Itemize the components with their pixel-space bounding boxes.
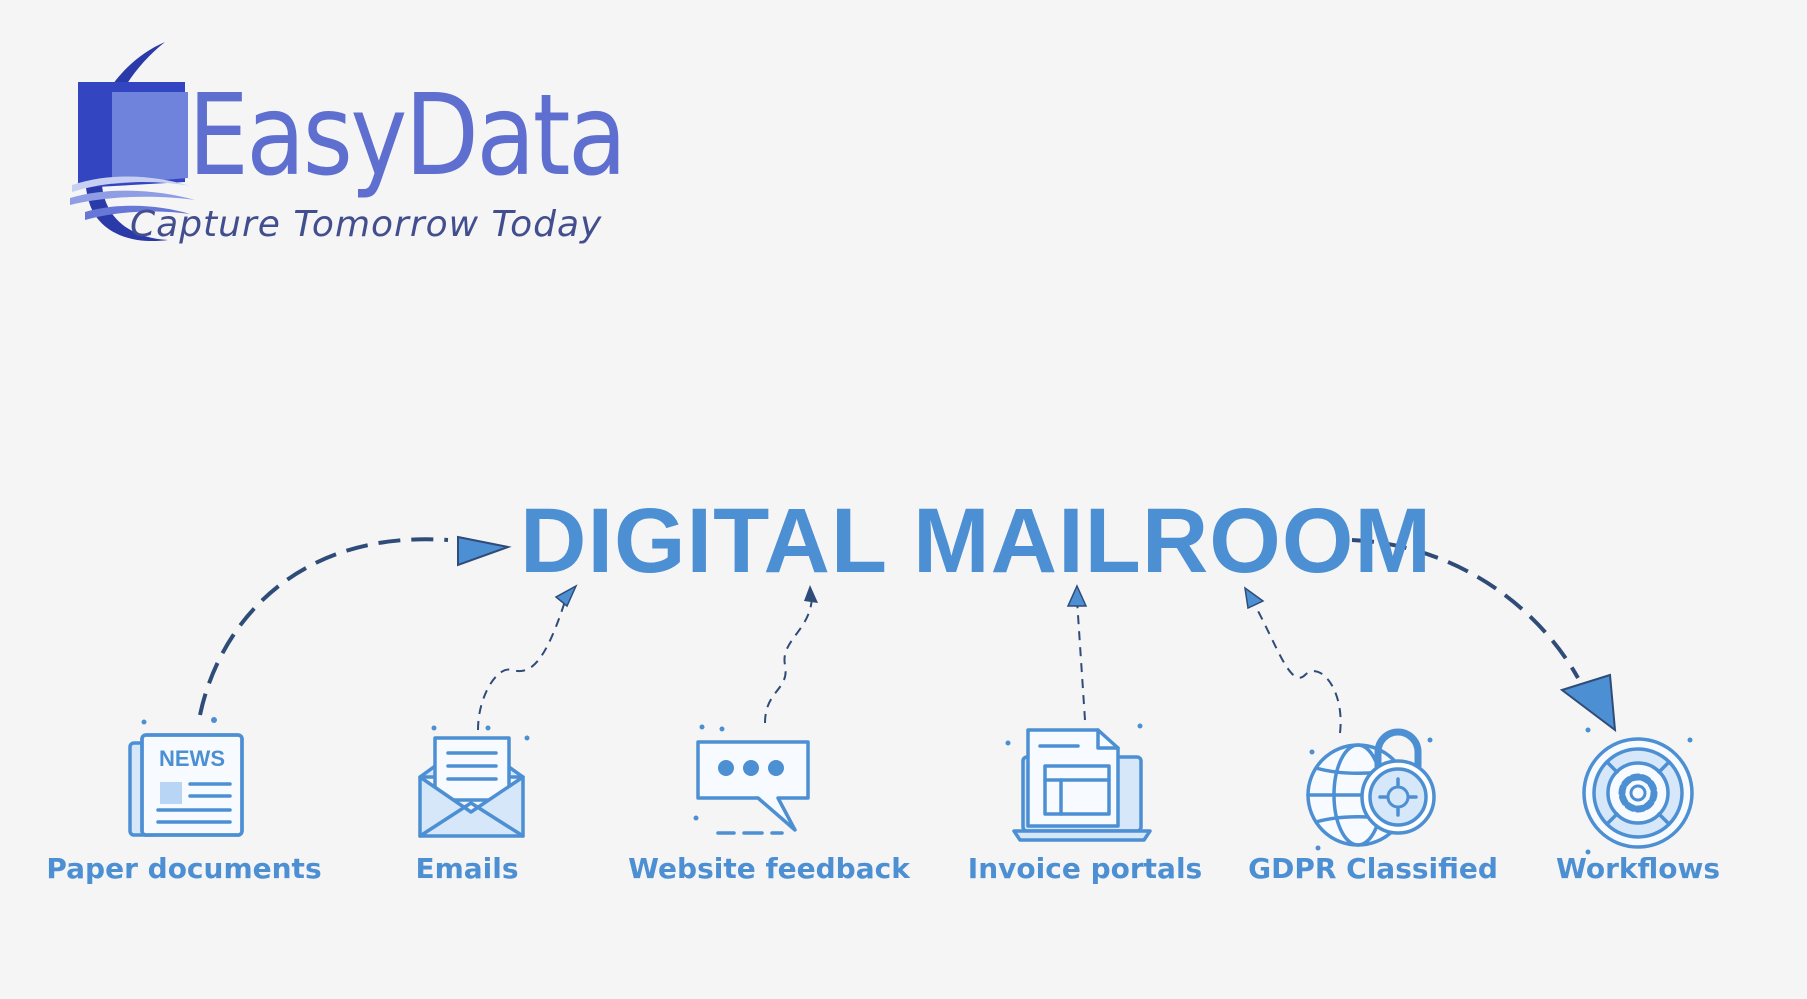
- arrow-head-workflows: [1559, 673, 1617, 733]
- label-invoice-portals: Invoice portals: [967, 852, 1203, 885]
- chat-bubble-icon: [693, 724, 810, 835]
- laptop-document-icon: [1005, 723, 1152, 842]
- arrow-head-paper: [457, 535, 512, 567]
- label-emails: Emails: [415, 852, 519, 885]
- logo-wordmark: EasyData: [188, 71, 627, 201]
- lifebuoy-gear-icon: [1582, 727, 1694, 855]
- connector-arrows: [198, 535, 1617, 734]
- arrow-invoice-to-title: [1076, 599, 1086, 721]
- label-gdpr-classified: GDPR Classified: [1248, 852, 1498, 885]
- logo-tagline: Capture Tomorrow Today: [130, 204, 603, 245]
- label-website-feedback: Website feedback: [628, 852, 910, 885]
- globe-lock-icon: [1306, 728, 1436, 851]
- envelope-icon: [418, 725, 530, 838]
- arrow-paper-to-title: [198, 537, 449, 716]
- arrow-head-email: [554, 584, 578, 608]
- arrow-title-to-workflows: [1351, 538, 1580, 679]
- news-badge-text: NEWS: [159, 746, 225, 771]
- logo-mark-icon: [70, 42, 195, 242]
- arrow-head-gdpr: [1243, 586, 1265, 610]
- arrow-web-to-title: [764, 594, 813, 724]
- diagram-title: DIGITAL MAILROOM: [520, 490, 1433, 592]
- newspaper-icon: [128, 717, 244, 837]
- arrow-head-invoice: [1066, 584, 1088, 607]
- label-paper-documents: Paper documents: [46, 852, 322, 885]
- arrow-gdpr-to-title: [1251, 599, 1342, 734]
- arrow-email-to-title: [477, 594, 568, 731]
- arrow-head-web: [804, 585, 818, 603]
- label-workflows: Workflows: [1555, 852, 1721, 885]
